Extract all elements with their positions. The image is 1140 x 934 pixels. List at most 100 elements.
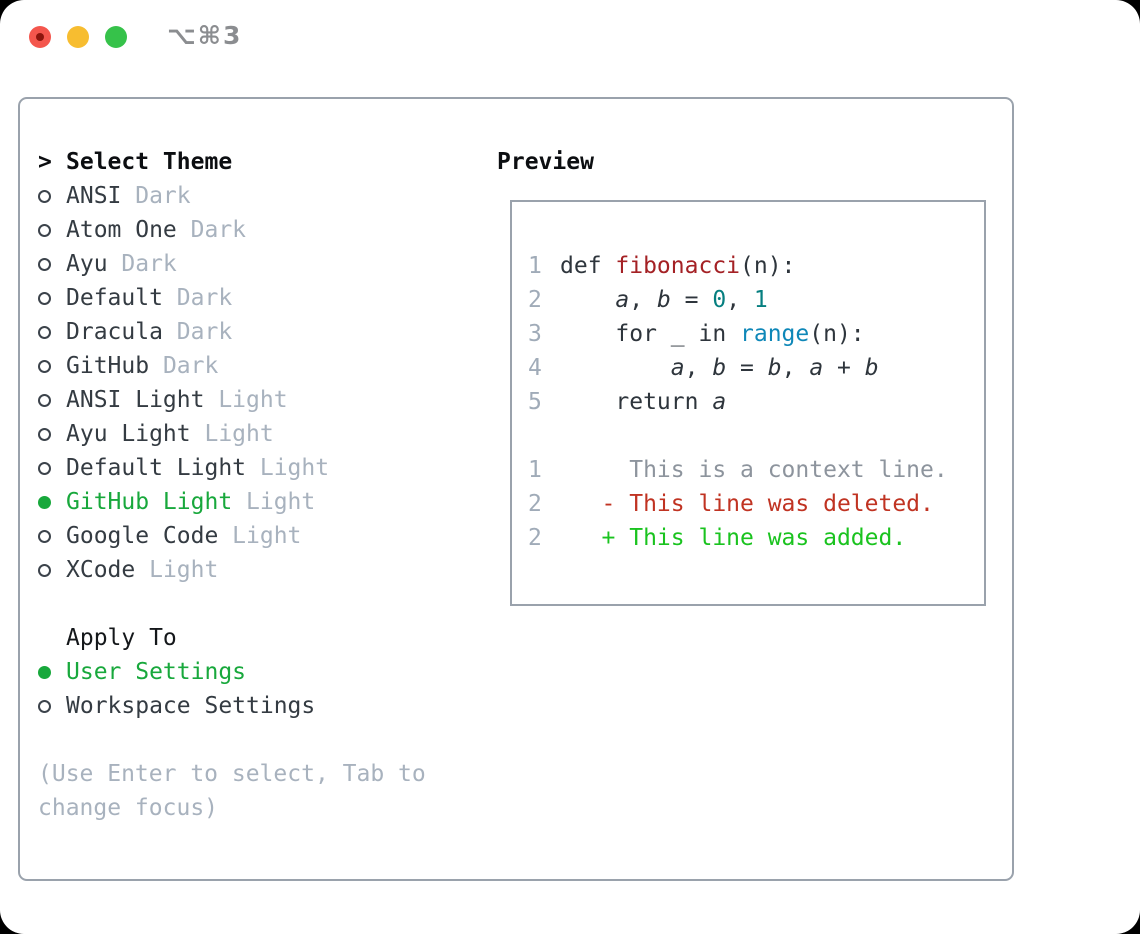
theme-option-name: ANSI Light (66, 387, 205, 413)
code-line: 2 + This line was added. (528, 521, 984, 555)
code-segment-del: - This line was deleted. (560, 491, 934, 517)
radio-marker (38, 393, 66, 407)
theme-variant-label: Dark (121, 251, 177, 277)
theme-variant-label: Dark (176, 285, 233, 311)
apply-option-user-settings[interactable]: User Settings (38, 655, 470, 689)
radio-icon (38, 427, 51, 441)
select-theme-header: > Select Theme (38, 145, 470, 179)
theme-variant-label: Light (218, 387, 288, 413)
radio-icon (38, 461, 51, 475)
line-number: 4 (528, 355, 542, 381)
code-segment-t: = (670, 287, 713, 313)
preview-title: Preview (497, 149, 594, 175)
apply-option-workspace-settings[interactable]: Workspace Settings (38, 689, 470, 723)
theme-option-name: XCode (66, 557, 136, 583)
code-segment-n: 1 (753, 287, 768, 313)
line-number: 3 (528, 321, 542, 347)
line-number (528, 419, 560, 453)
code-segment-t: , (726, 287, 754, 313)
radio-icon (38, 359, 51, 373)
line-number: 5 (528, 389, 542, 415)
theme-option-name: Dracula (66, 319, 163, 345)
minimize-button[interactable] (67, 26, 89, 48)
code-segment-b: range (740, 321, 810, 347)
close-dot-icon (36, 33, 44, 41)
code-line: 5 return a (528, 385, 984, 419)
radio-icon (38, 563, 51, 577)
theme-variant-label: Dark (176, 319, 233, 345)
theme-option-name: Ayu Light (66, 421, 191, 447)
theme-option-name: Default Light (66, 455, 247, 481)
maximize-button[interactable] (105, 26, 127, 48)
theme-option-default[interactable]: Default Dark (38, 281, 470, 315)
line-number: 2 (528, 491, 542, 517)
radio-icon (38, 325, 51, 339)
radio-marker (38, 223, 66, 237)
code-segment-t (560, 283, 615, 317)
theme-option-name: GitHub Light (66, 489, 233, 515)
code-segment-t: , (684, 355, 713, 381)
radio-marker (38, 461, 66, 475)
code-segment-t: for _ in (560, 321, 741, 347)
theme-option-github-light[interactable]: GitHub Light Light (38, 485, 470, 519)
radio-icon (38, 393, 51, 407)
code-segment-v: b (864, 355, 879, 381)
line-number: 2 (528, 525, 542, 551)
radio-icon (38, 699, 51, 713)
theme-option-name: Default (66, 285, 163, 311)
code-line: 1 This is a context line. (528, 453, 984, 487)
code-segment-v: a (615, 287, 630, 313)
theme-variant-label: Light (204, 421, 274, 447)
radio-marker (38, 563, 66, 577)
theme-option-ayu-light[interactable]: Ayu Light Light (38, 417, 470, 451)
code-segment-t: return (560, 389, 713, 415)
code-line: 2 a, b = 0, 1 (528, 283, 984, 317)
window-title: ⌥⌘3 (167, 21, 243, 50)
theme-option-ansi-light[interactable]: ANSI Light Light (38, 383, 470, 417)
apply-option-name: User Settings (66, 659, 247, 685)
theme-variant-label: Dark (162, 353, 219, 379)
theme-option-name: Atom One (66, 217, 177, 243)
radio-marker (38, 291, 66, 305)
code-segment-v: a (670, 355, 685, 381)
radio-marker (38, 189, 66, 203)
apply-to-label: Apply To (66, 625, 177, 651)
code-segment-v: a (809, 355, 824, 381)
radio-marker (38, 495, 66, 509)
theme-option-dracula[interactable]: Dracula Dark (38, 315, 470, 349)
code-segment-v: a (712, 389, 727, 415)
code-segment-ctx: This is a context line. (560, 457, 948, 483)
apply-to-header: Apply To (38, 621, 470, 655)
code-segment-t: def (560, 253, 616, 279)
radio-marker (38, 665, 66, 679)
apply-option-name: Workspace Settings (66, 693, 316, 719)
gap (38, 587, 470, 621)
radio-marker (38, 699, 66, 713)
code-segment-t: + (823, 355, 865, 381)
radio-marker (38, 529, 66, 543)
radio-marker (38, 257, 66, 271)
prompt-caret-icon: > (38, 149, 52, 175)
theme-variant-label: Light (246, 489, 316, 515)
code-segment-v: b (767, 355, 782, 381)
code-line: 3 for _ in range(n): (528, 317, 984, 351)
code-segment-t: , (629, 287, 657, 313)
code-line: 2 - This line was deleted. (528, 487, 984, 521)
gap (38, 723, 470, 757)
code-line: 4 a, b = b, a + b (528, 351, 984, 385)
theme-option-name: ANSI (66, 183, 122, 209)
code-segment-t: , (781, 355, 810, 381)
code-segment-add: + This line was added. (560, 525, 907, 551)
code-segment-fn: fibonacci (615, 253, 741, 279)
radio-marker (38, 325, 66, 339)
close-button[interactable] (29, 26, 51, 48)
